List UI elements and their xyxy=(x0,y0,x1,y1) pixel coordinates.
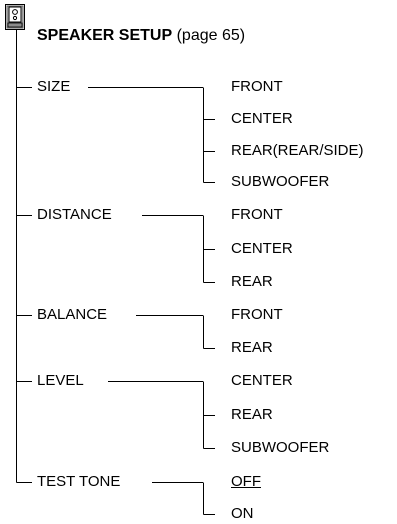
menu-item-distance: DISTANCE xyxy=(37,206,112,223)
menu-item-balance: BALANCE xyxy=(37,306,108,323)
test-tone-option-off: OFF xyxy=(231,473,261,490)
distance-option-rear: REAR xyxy=(231,273,273,290)
size-option-center: CENTER xyxy=(231,110,293,127)
size-option-front: FRONT xyxy=(231,78,283,95)
menu-item-level: LEVEL xyxy=(37,372,84,389)
balance-option-front: FRONT xyxy=(231,306,283,323)
test-tone-option-on: ON xyxy=(231,505,254,522)
distance-option-front: FRONT xyxy=(231,206,283,223)
speaker-setup-icon xyxy=(5,4,25,30)
title-text: SPEAKER SETUP xyxy=(37,27,173,44)
menu-item-size: SIZE xyxy=(37,78,71,95)
page-title: SPEAKER SETUP (page 65) xyxy=(37,27,245,45)
level-option-subwoofer: SUBWOOFER xyxy=(231,439,330,456)
menu-item-test-tone: TEST TONE xyxy=(37,473,121,490)
level-option-rear: REAR xyxy=(231,406,273,423)
balance-option-rear: REAR xyxy=(231,339,273,356)
level-option-center: CENTER xyxy=(231,372,293,389)
size-option-subwoofer: SUBWOOFER xyxy=(231,173,330,190)
distance-option-center: CENTER xyxy=(231,240,293,257)
page-reference: (page 65) xyxy=(176,27,246,44)
size-option-rear: REAR(REAR/SIDE) xyxy=(231,142,364,159)
